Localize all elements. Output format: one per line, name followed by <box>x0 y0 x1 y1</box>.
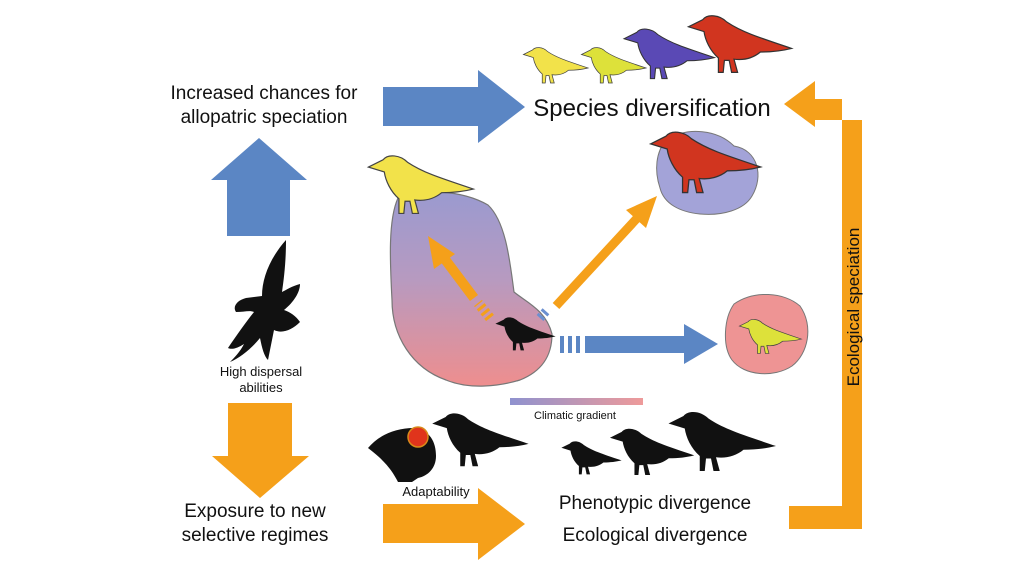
bird-black-medium <box>609 428 695 475</box>
phenotypic-divergence-label: Phenotypic divergence <box>558 493 752 514</box>
flying-raven-icon <box>228 240 300 362</box>
bird-black-small <box>561 441 622 475</box>
bird-yellow-top <box>523 47 589 84</box>
bird-black-large <box>668 411 776 471</box>
bird-purple-top <box>623 28 715 80</box>
dispersal-arrow-to-pink <box>560 324 718 364</box>
climatic-gradient-bar <box>510 398 643 405</box>
bird-red-top <box>687 15 793 74</box>
increased-chances-label: Increased chances for allopatric speciat… <box>170 83 358 128</box>
blackbird-head-icon <box>368 426 436 482</box>
ecological-speciation-label: Ecological speciation <box>844 227 863 387</box>
orange-arrow-right-bottom <box>383 488 525 560</box>
climatic-gradient-label: Climatic gradient <box>534 410 616 422</box>
species-diversification-label: Species diversification <box>533 95 771 122</box>
ecological-divergence-label: Ecological divergence <box>562 525 748 546</box>
blue-arrow-up <box>211 138 307 236</box>
adaptability-label: Adaptability <box>402 484 470 499</box>
blue-arrow-right-top <box>383 70 525 143</box>
dispersal-arrow-to-purple <box>536 196 657 321</box>
high-dispersal-label: High dispersal abilities <box>219 364 303 396</box>
orange-arrow-down <box>212 403 309 498</box>
exposure-label: Exposure to new selective regimes <box>181 501 329 546</box>
dispersal-arrow-to-island-top <box>428 236 494 322</box>
ecological-speciation-arrow <box>784 81 862 529</box>
bird-lime-top <box>581 47 647 84</box>
